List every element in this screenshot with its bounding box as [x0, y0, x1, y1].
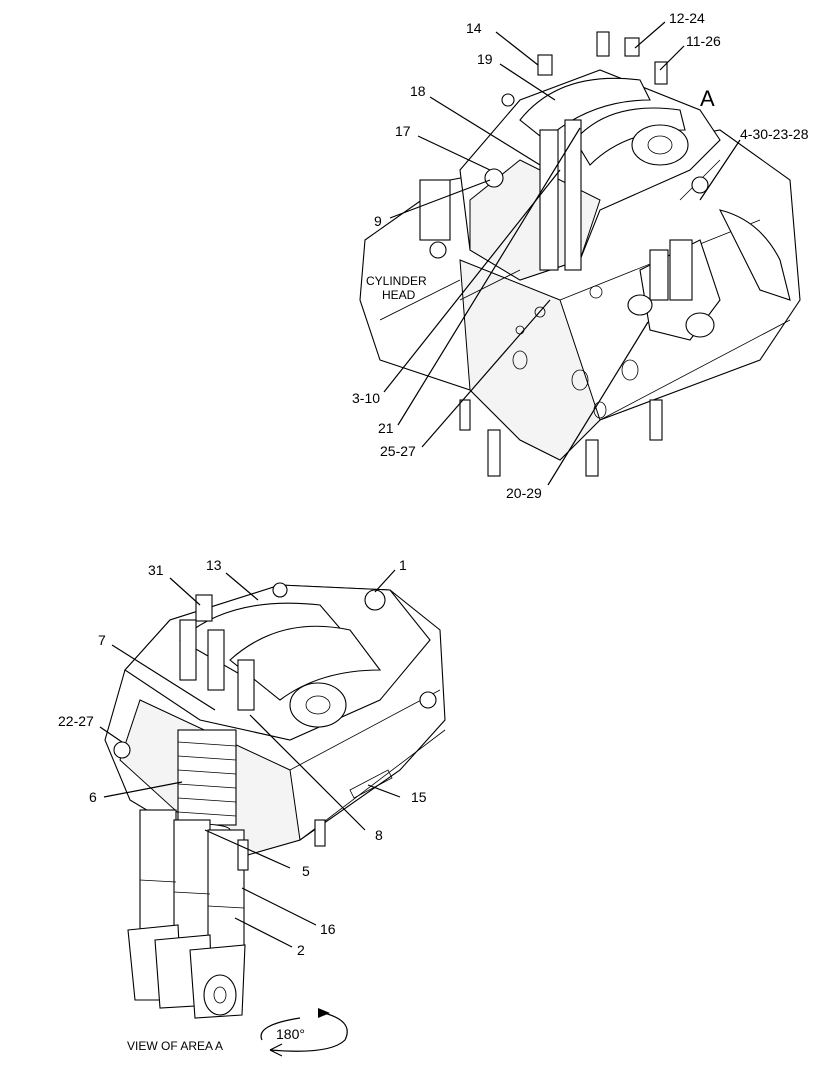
upper-assembly-drawing: [359, 31, 801, 477]
rotation-arrow-icon: [260, 1008, 348, 1057]
callout-18: 18: [410, 83, 426, 99]
callout-11-26: 11-26: [686, 33, 721, 49]
callout-9: 9: [374, 213, 382, 229]
callout-25-27: 25-27: [380, 443, 416, 459]
callout-7: 7: [98, 632, 106, 648]
view-caption: VIEW OF AREA A 180°: [127, 1008, 348, 1057]
rotation-label: 180°: [276, 1026, 305, 1042]
callout-14: 14: [466, 20, 482, 36]
callout-15: 15: [411, 789, 427, 805]
callout-31: 31: [148, 562, 164, 578]
callout-16: 16: [320, 921, 336, 937]
lower-leader-lines: [99, 569, 401, 948]
callout-22-27: 22-27: [58, 713, 94, 729]
callout-8: 8: [375, 827, 383, 843]
callout-2: 2: [297, 942, 305, 958]
upper-leader-lines: [383, 21, 741, 486]
valve-spring: [177, 729, 237, 826]
view-marker-a: A: [700, 86, 715, 111]
callout-1: 1: [399, 557, 407, 573]
callout-20-29: 20-29: [506, 485, 542, 501]
callout-21: 21: [378, 420, 394, 436]
cylinder-head-label-line1: CYLINDER: [366, 274, 427, 288]
callout-12-24: 12-24: [669, 10, 705, 26]
callout-19: 19: [477, 51, 493, 67]
callout-6: 6: [89, 789, 97, 805]
callout-17: 17: [395, 123, 411, 139]
lower-callouts: 31 13 1 7 22-27 6 15 8 5 16 2: [58, 557, 427, 958]
callout-5: 5: [302, 863, 310, 879]
callout-4-30-23-28: 4-30-23-28: [740, 126, 809, 142]
callout-13: 13: [206, 557, 222, 573]
cylinder-head-label-line2: HEAD: [382, 288, 416, 302]
view-of-area-a-title: VIEW OF AREA A: [127, 1039, 223, 1053]
callout-3-10: 3-10: [352, 390, 380, 406]
upper-callouts: 14 12-24 19 11-26 A 18 17 4-30-23-28 9 3…: [352, 10, 809, 501]
lower-assembly-drawing: [104, 582, 446, 1019]
